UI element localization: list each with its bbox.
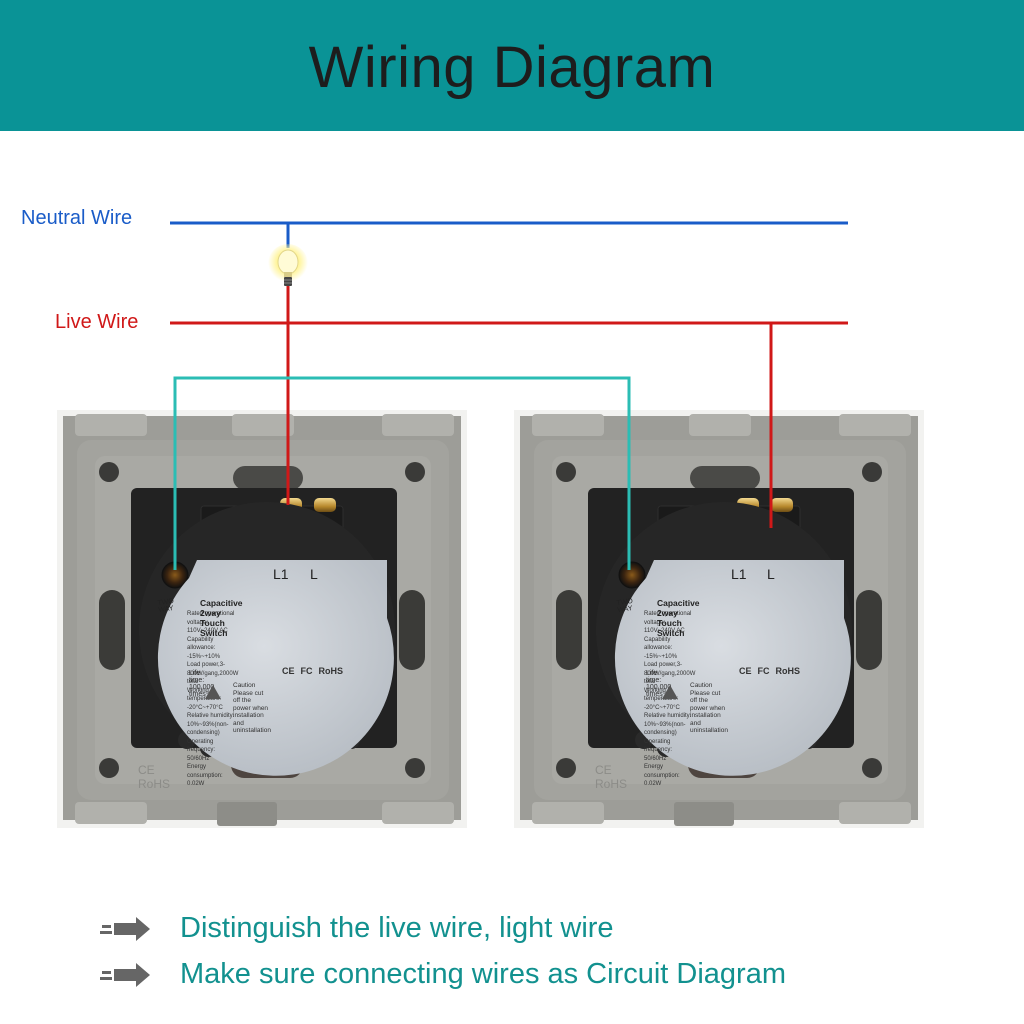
live-wire-label: Live Wire <box>55 311 139 333</box>
caution-line: and uninstallation <box>233 719 271 735</box>
caution-line: Please cut off the <box>233 689 264 705</box>
emboss-text: CE RoHS <box>138 763 171 791</box>
terminal-l-label: L <box>767 566 775 582</box>
terminal-l1-label: L1 <box>731 566 747 582</box>
header-banner: Wiring Diagram <box>0 0 1024 131</box>
life-time: Life time: 100,000 times <box>189 670 215 698</box>
switch-right <box>513 409 925 829</box>
spec-line: Operating frequency: 50/60Hz <box>187 738 216 762</box>
emboss-text: CE RoHS <box>595 763 628 791</box>
warning-icon <box>205 685 221 699</box>
two-way-badge: TWO WAY <box>157 597 175 615</box>
arrow-right-icon <box>100 962 150 987</box>
spec-line: Capability allowance: -15%~+10% <box>644 636 678 660</box>
spec-line: Capability allowance: -15%~+10% <box>187 636 221 660</box>
two-way-badge: TWO WAY <box>616 597 634 615</box>
note-text: Distinguish the live wire, light wire <box>180 912 614 944</box>
spec-line: Energy consumption: 0.02W <box>644 764 680 787</box>
caution-line: Please cut off the <box>690 689 721 705</box>
ce-mark: CE <box>739 666 752 676</box>
traveler-wire <box>173 376 631 570</box>
warning-icon <box>662 685 678 699</box>
switch-title: Capacitive 2way Touch Switch <box>657 598 700 638</box>
note-item: Distinguish the live wire, light wire <box>100 912 614 945</box>
spec-line: Energy consumption: 0.02W <box>187 764 223 787</box>
fc-mark: FC <box>300 666 313 676</box>
fc-mark: FC <box>757 666 770 676</box>
rohs-mark: RoHS <box>318 666 344 676</box>
caution-line: Caution <box>690 682 713 689</box>
spec-line: Load power,3-800W/gang,2000W total <box>644 662 696 685</box>
spec-line: Working temperature: -20°C~+70°C <box>187 687 223 711</box>
spec-line: Rated operational voltage: 110V~240V AC <box>187 611 235 634</box>
spec-line: Rated operational voltage: 110V~240V AC <box>644 611 692 634</box>
note-text: Make sure connecting wires as Circuit Di… <box>180 958 786 990</box>
switch-title: Capacitive 2way Touch Switch <box>200 598 243 638</box>
caution-line: power when installation <box>233 704 269 720</box>
note-item: Make sure connecting wires as Circuit Di… <box>100 958 786 991</box>
caution-line: Caution <box>233 682 256 689</box>
spec-line: Relative humidity: 10%~93%(non-condensin… <box>187 713 235 736</box>
spec-line: Working temperature: -20°C~+70°C <box>644 687 680 711</box>
spec-line: Load power,3-800W/gang,2000W total <box>187 662 239 685</box>
page-title: Wiring Diagram <box>308 35 716 100</box>
terminal-l-label: L <box>310 566 318 582</box>
spec-line: Operating frequency: 50/60Hz <box>644 738 673 762</box>
spec-line: Relative humidity: 10%~93%(non-condensin… <box>644 713 692 736</box>
switch-left <box>56 409 468 829</box>
ce-mark: CE <box>282 666 295 676</box>
life-time: Life time: 100,000 times <box>646 670 672 698</box>
light-bulb-icon <box>268 244 308 286</box>
caution-line: and uninstallation <box>690 719 728 735</box>
arrow-right-icon <box>100 916 150 941</box>
terminal-l1-label: L1 <box>273 566 289 582</box>
neutral-wire-label: Neutral Wire <box>21 207 133 229</box>
rohs-mark: RoHS <box>775 666 801 676</box>
caution-line: power when installation <box>690 704 726 720</box>
